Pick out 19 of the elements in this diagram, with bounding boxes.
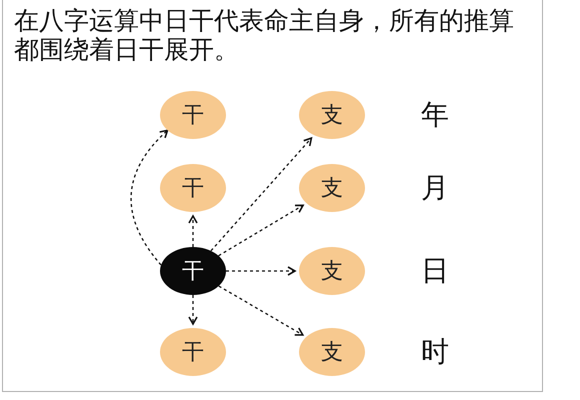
highlighted-circle: 干: [160, 247, 226, 295]
circle-node: 干: [160, 328, 226, 376]
circle-node: 支: [299, 91, 365, 139]
circle-node: 干: [160, 91, 226, 139]
row-label: 日: [421, 253, 449, 289]
row-label: 年: [421, 97, 449, 133]
dotted-arrow: [218, 204, 304, 256]
dotted-arrow: [130, 129, 168, 266]
dotted-arrow: [226, 266, 296, 276]
circle-node: 干: [160, 164, 226, 212]
dotted-arrow: [188, 295, 198, 325]
circle-node: 支: [299, 328, 365, 376]
row-label: 月: [421, 170, 449, 206]
dotted-arrow: [188, 215, 198, 247]
circle-node: 支: [299, 164, 365, 212]
circle-node: 支: [299, 247, 365, 295]
dotted-arrow: [218, 285, 304, 336]
title: 在八字运算中日干代表命主自身，所有的推算都围绕着日干展开。: [14, 6, 515, 64]
row-label: 时: [421, 334, 449, 370]
